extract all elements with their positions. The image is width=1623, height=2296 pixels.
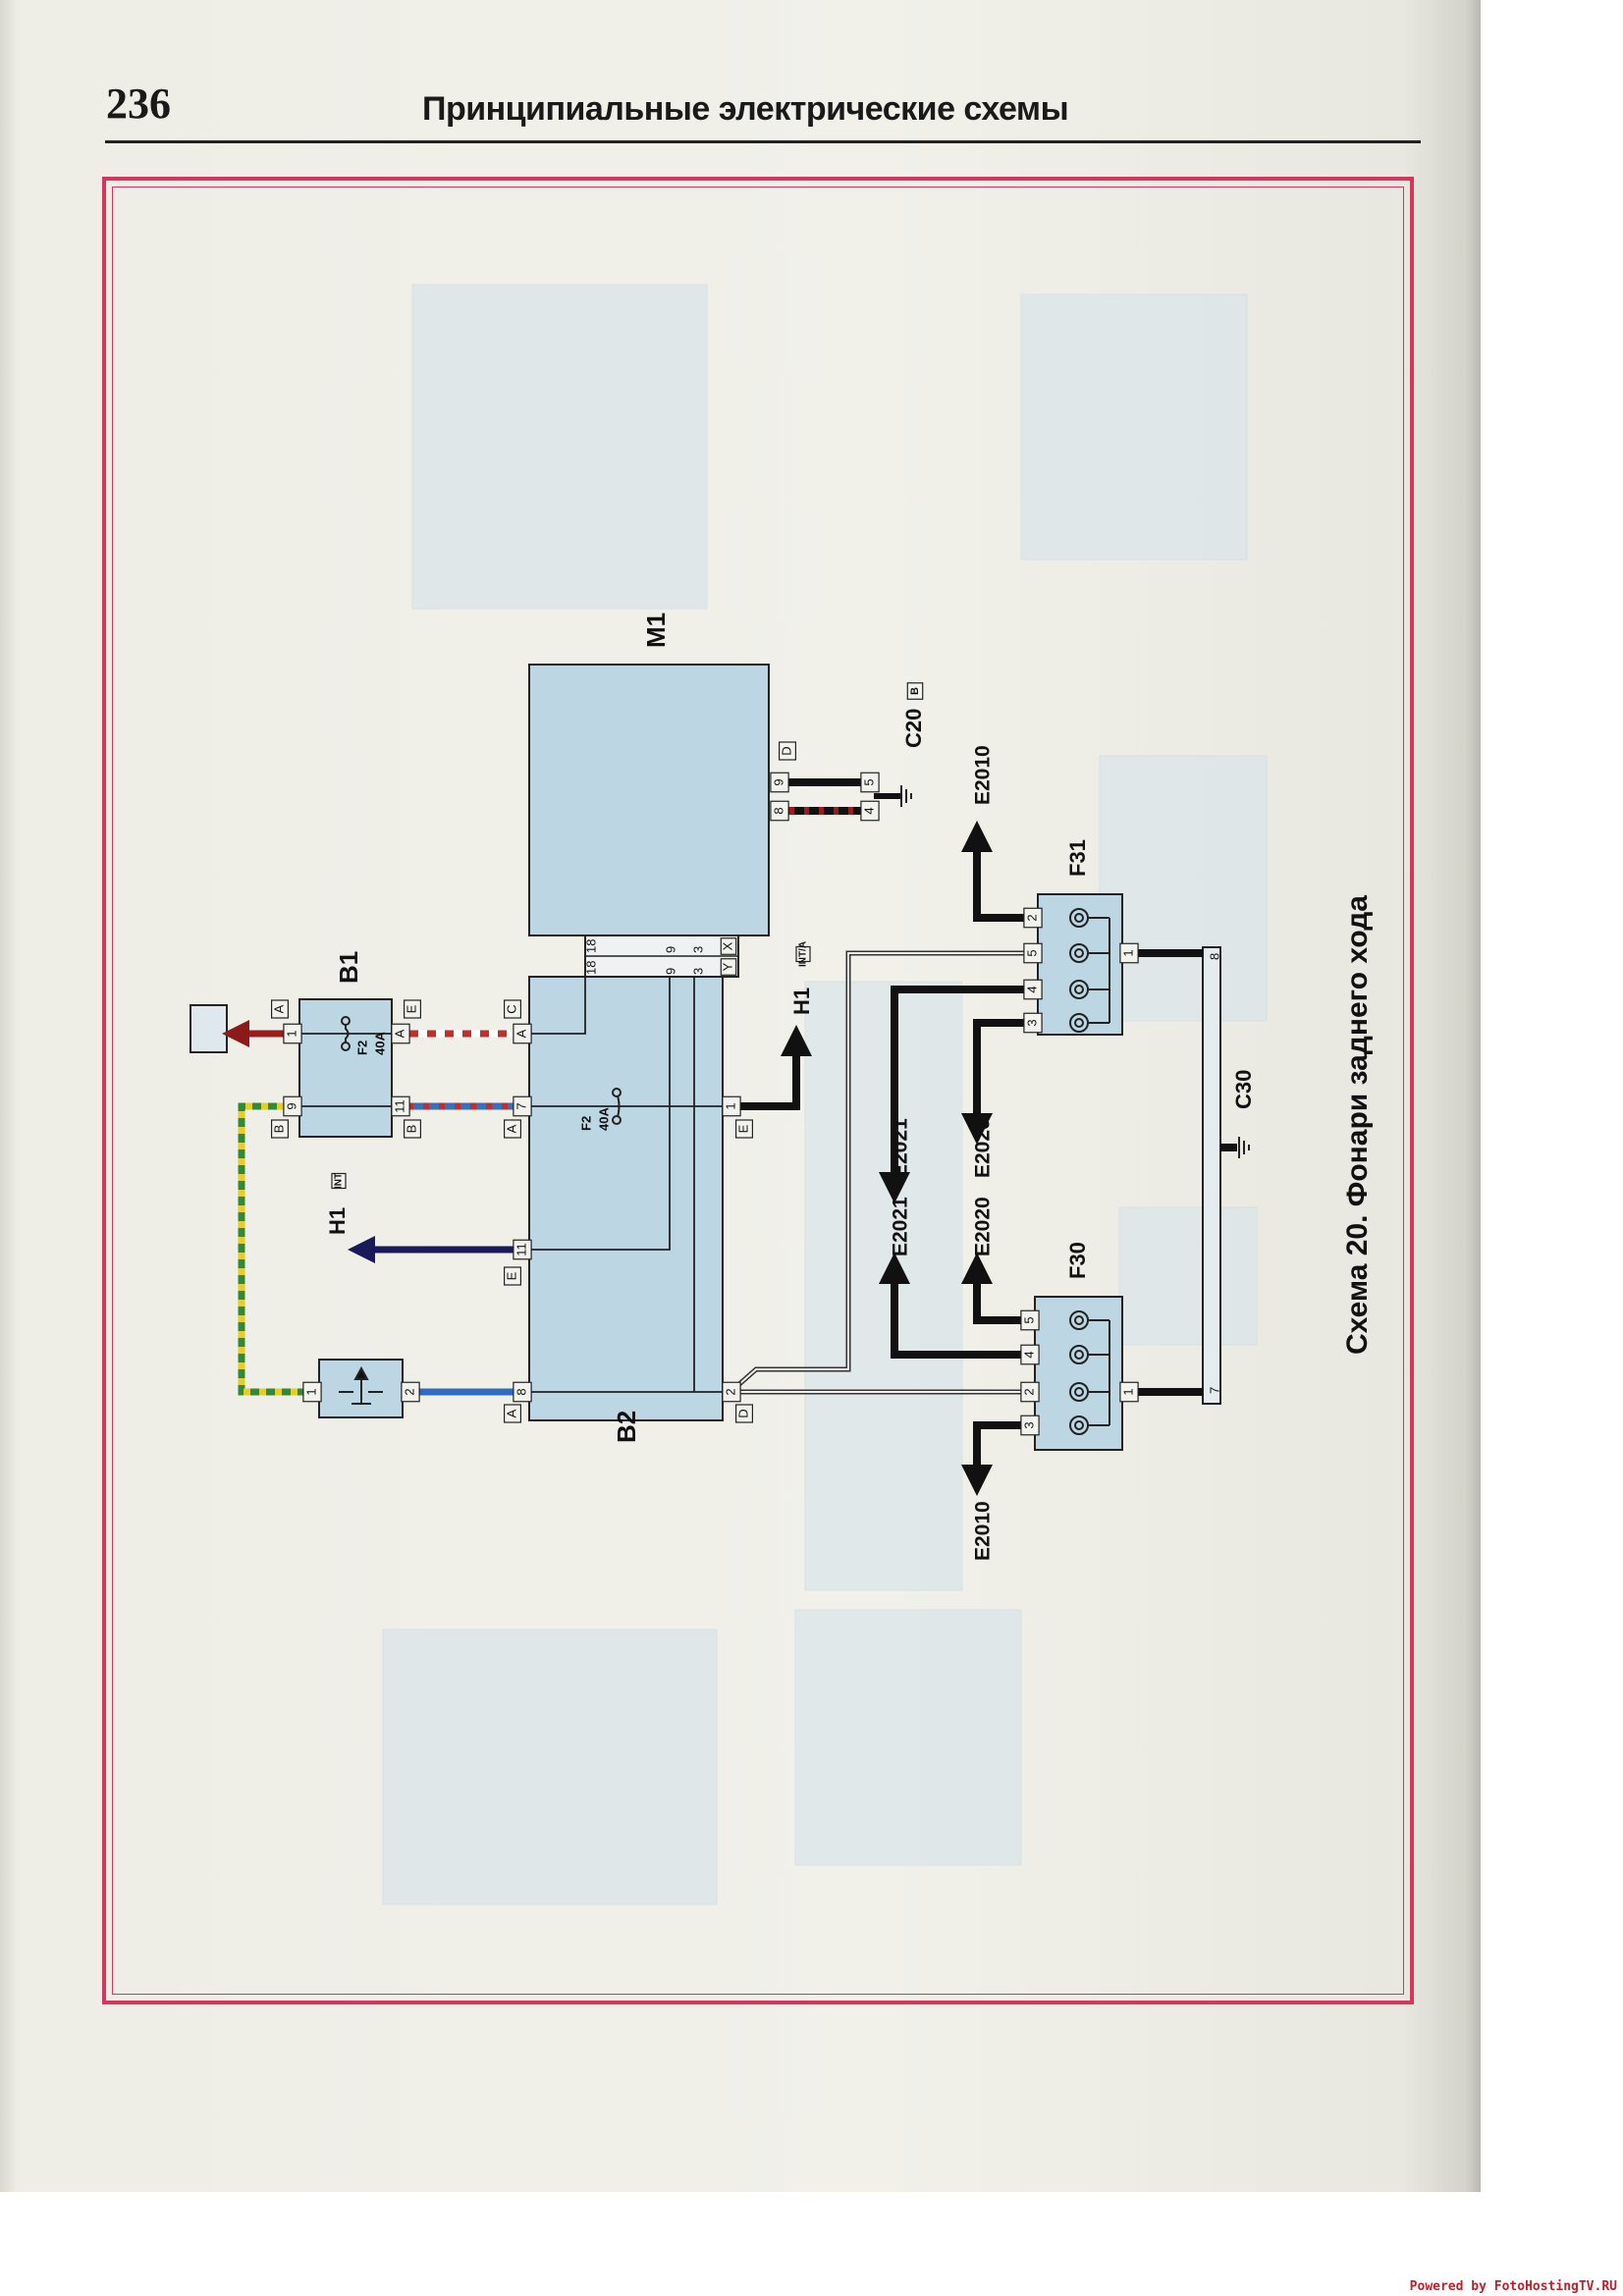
c20-tag: B	[909, 687, 921, 695]
h1-int-label: H1	[325, 1207, 350, 1235]
pin: 5	[1024, 949, 1039, 956]
pin: 9	[663, 968, 677, 975]
pin: 7	[1207, 1387, 1221, 1394]
diagram-caption: Схема 20. Фонари заднего хода	[1341, 895, 1374, 1355]
ghost-print-through	[382, 284, 1268, 1905]
b2-fuse-rating: 40A	[596, 1107, 611, 1131]
pin: 3	[1024, 1019, 1039, 1026]
h1-int-tag: INT	[334, 1173, 345, 1189]
connector-tag: B	[271, 1125, 286, 1134]
b1-fuse-name: F2	[354, 1041, 369, 1055]
connector-tag: A	[504, 1124, 518, 1133]
page-number: 236	[106, 80, 171, 128]
pin: 9	[771, 778, 785, 785]
pin: 3	[690, 946, 705, 953]
pin: 4	[1024, 986, 1039, 992]
e2021-upper-label: E2021	[890, 1118, 912, 1178]
pin: 9	[284, 1102, 298, 1109]
pin: 2	[1024, 914, 1039, 921]
connector-tag: A	[504, 1409, 518, 1417]
m1-label: M1	[641, 613, 671, 648]
pin: 11	[392, 1099, 406, 1113]
pin: 1	[1120, 949, 1135, 956]
pin: 3	[1021, 1421, 1036, 1428]
connector-tag: C	[504, 1004, 518, 1013]
b2-fuse-name: F2	[578, 1116, 593, 1131]
pin: 1	[1120, 1388, 1135, 1395]
pin: 2	[723, 1388, 737, 1395]
connector-tag: E	[735, 1124, 750, 1133]
pin: 5	[1021, 1316, 1036, 1323]
c30-label: C30	[1231, 1070, 1256, 1109]
e2010-top-label: E2010	[972, 745, 995, 805]
h1-inta-tag: INT/A	[798, 941, 809, 967]
pin: 7	[514, 1102, 528, 1109]
pin: 4	[1021, 1351, 1036, 1358]
pin: 8	[1207, 953, 1221, 960]
f30-label: F30	[1065, 1242, 1090, 1279]
pin: 2	[402, 1388, 416, 1395]
connector-tag: E	[504, 1271, 518, 1280]
b1-fuse-icon	[345, 1021, 350, 1046]
e2021-lower-label: E2021	[890, 1197, 912, 1256]
pin: 1	[284, 1030, 298, 1037]
e2020-upper-label: E2020	[972, 1118, 995, 1178]
b1-fuse-rating: 40A	[372, 1032, 387, 1055]
pin: 1	[723, 1102, 737, 1109]
ground-symbols	[900, 785, 1250, 1158]
hosting-credit: Powered by FotoHostingTV.RU	[1409, 2279, 1617, 2294]
e2020-lower-label: E2020	[972, 1197, 995, 1256]
connector-tag: E	[404, 1004, 418, 1013]
pin: 18	[583, 939, 598, 953]
pin: 5	[861, 778, 876, 785]
pin: 1	[303, 1388, 318, 1395]
pin: 11	[514, 1243, 528, 1256]
lamp-bulbs	[1069, 908, 1110, 1435]
h1-inta-label: H1	[789, 988, 814, 1015]
b1-label: B1	[334, 951, 363, 984]
pin: 2	[1021, 1388, 1036, 1395]
c20-label: C20	[901, 709, 926, 748]
pin: 8	[514, 1388, 528, 1395]
m1-module	[528, 664, 770, 936]
pin: X	[720, 941, 734, 950]
page-title: Принципиальные электрические схемы	[422, 90, 1069, 128]
pin: 8	[771, 807, 785, 814]
page-edge-shadow	[1463, 0, 1481, 2192]
pin: A	[514, 1029, 528, 1038]
b2-label: B2	[612, 1411, 641, 1443]
pin: Y	[720, 962, 734, 971]
connector-tag: D	[779, 746, 793, 755]
pin: 3	[690, 968, 705, 975]
switch-icon	[339, 1374, 383, 1405]
pin: A	[392, 1029, 406, 1038]
pin: 9	[663, 946, 677, 953]
pin: 18	[583, 961, 598, 975]
pin: 4	[861, 807, 876, 814]
connector-tag: A	[271, 1004, 286, 1013]
header-rule	[105, 140, 1421, 143]
e2010-bottom-label: E2010	[972, 1501, 995, 1561]
ground-strip	[1202, 946, 1221, 1405]
f31-label: F31	[1065, 839, 1090, 877]
battery-icon	[189, 1004, 228, 1053]
connector-tag: D	[735, 1409, 750, 1417]
connector-tag: B	[404, 1125, 418, 1134]
diagram-frame	[102, 177, 1414, 2004]
